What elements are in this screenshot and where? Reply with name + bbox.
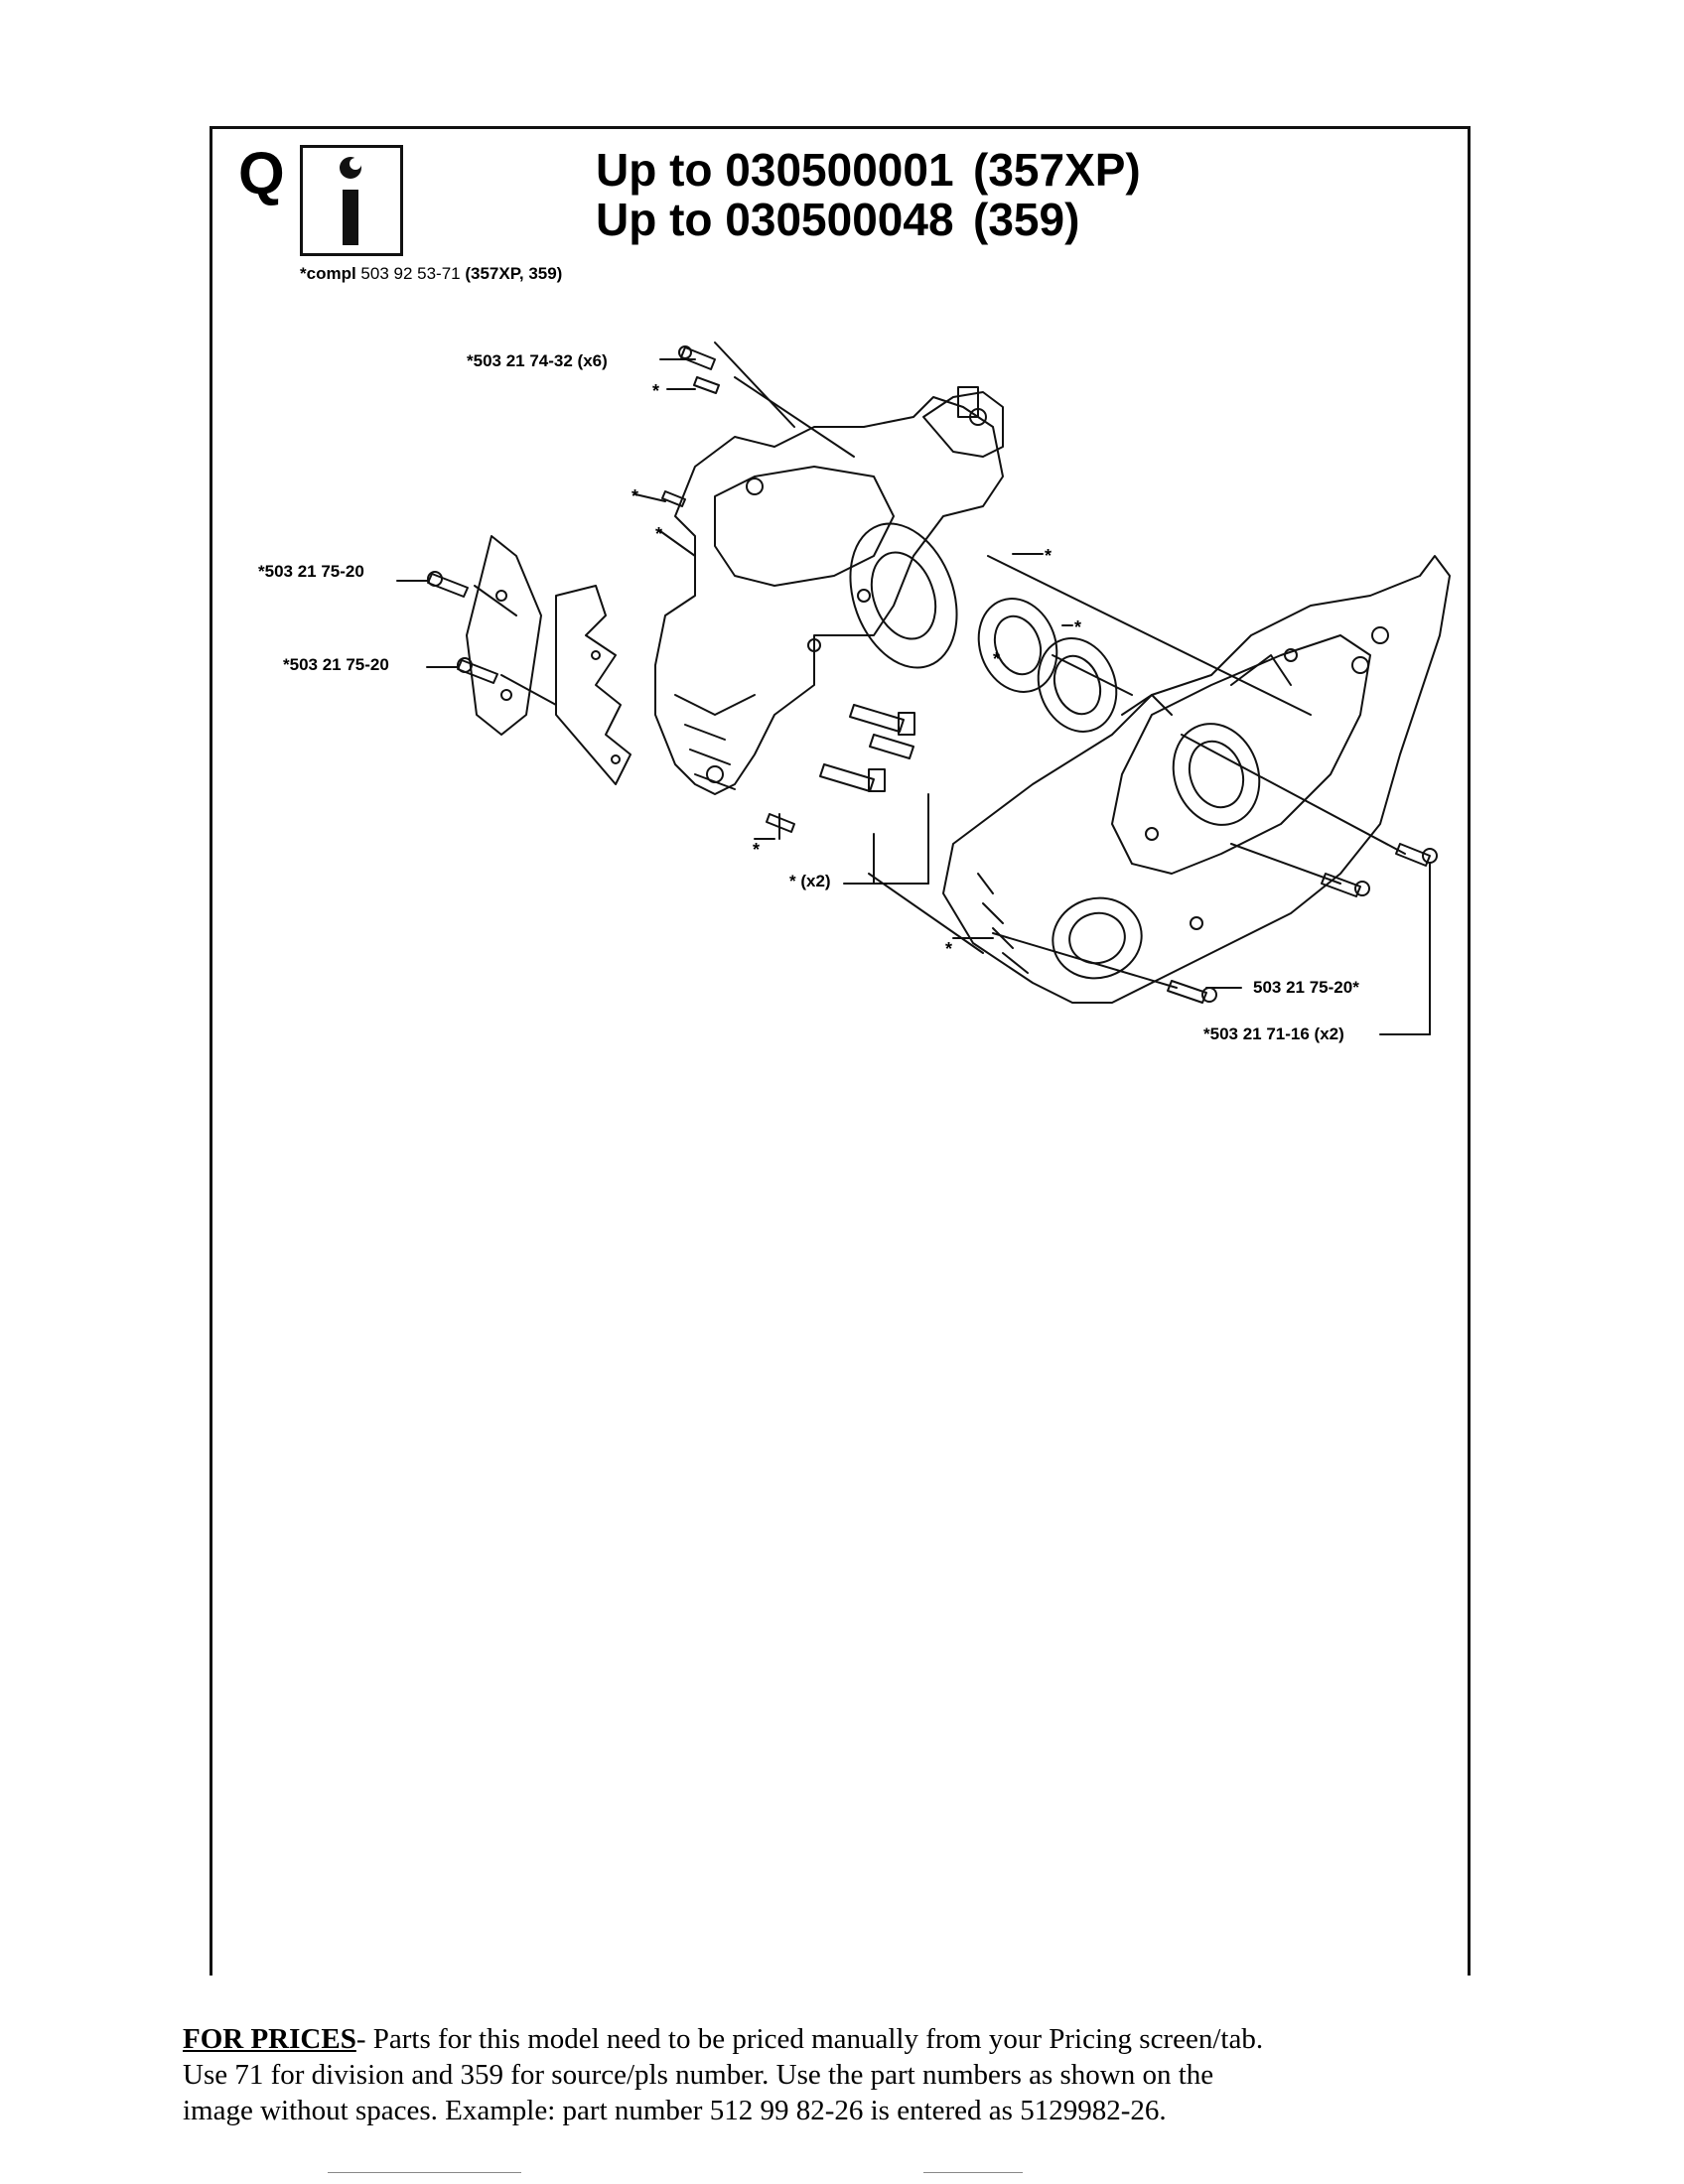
page-frame [210,126,1471,1976]
pricing-note-line-3: image without spaces. Example: part numb… [183,2095,1167,2126]
footer-rule-right [923,2172,1023,2173]
pricing-note-line-2: Use 71 for division and 359 for source/p… [183,2059,1214,2091]
callout-screw-left-lower: *503 21 75-20 [283,655,389,674]
title-serial-2: Up to 030500048 [596,194,954,245]
title-model-1: (357XP) [973,144,1141,196]
callout-star-3: * [655,524,663,544]
callout-star-7: * [753,840,761,860]
callout-star-2: * [632,486,639,506]
compl-models: (357XP, 359) [465,264,563,283]
compl-prefix: *compl [300,264,356,283]
pricing-note-line-1: - Parts for this model need to be priced… [355,2023,1264,2055]
callout-star-6: * [993,649,1001,669]
callout-star-4: * [1045,546,1052,566]
callout-star-5: * [1074,617,1082,637]
title-block: Up to 030500001 (357XP) Up to 030500048 (3… [596,145,1141,244]
info-wrench-icon [300,145,403,256]
title-model-2: (359) [973,194,1080,245]
complete-assembly-note: *compl 503 92 53-71 (357XP, 359) [300,264,562,284]
pricing-note: FOR PRICES- Parts for this model need to… [183,2021,1493,2128]
callout-screw-right: 503 21 75-20* [1253,978,1359,997]
callout-star-8: * [945,939,953,959]
pricing-note-heading: FOR PRICES [183,2023,356,2055]
compl-part-number: 503 92 53-71 [360,264,461,283]
callout-screw-left-upper: *503 21 75-20 [258,562,364,581]
callout-pins-x2: * (x2) [789,872,831,890]
callout-screw-top: *503 21 74-32 (x6) [467,351,608,370]
callout-screw-right-x2: *503 21 71-16 (x2) [1203,1024,1344,1043]
callout-star-1: * [652,381,660,401]
title-serial-1: Up to 030500001 [596,144,954,196]
footer-rule-left [328,2172,521,2173]
section-letter: Q [238,140,285,206]
